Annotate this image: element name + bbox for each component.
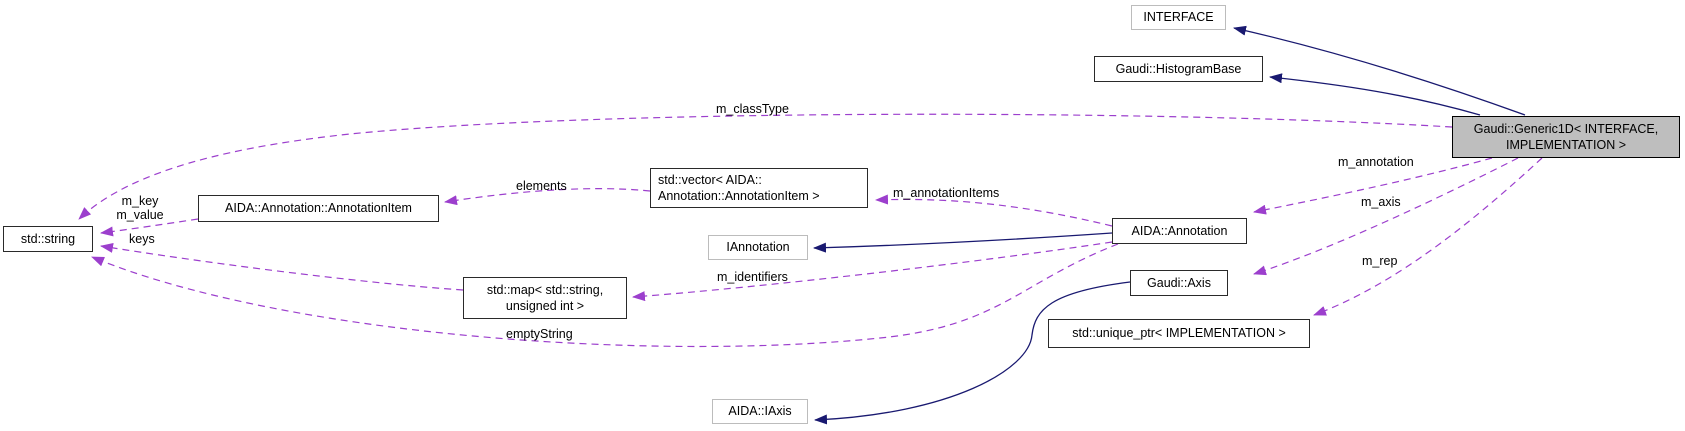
edge-label-m-axis: m_axis: [1361, 195, 1401, 209]
edge-label-m-classtype: m_classType: [716, 102, 789, 116]
edge-label-m-key: m_key: [121, 194, 159, 208]
node-generic1d[interactable]: Gaudi::Generic1D< INTERFACE, IMPLEMENTAT…: [1452, 116, 1680, 158]
edge-label-m-key-value: m_key m_value: [106, 194, 174, 223]
node-histogram-base[interactable]: Gaudi::HistogramBase: [1094, 56, 1263, 82]
edge-annotation-iannotation: [813, 232, 1113, 253]
node-label: AIDA::Annotation: [1131, 223, 1228, 238]
edge-axis-iaxis: [814, 281, 1131, 425]
node-label: IAnnotation: [726, 240, 790, 255]
node-interface[interactable]: INTERFACE: [1131, 5, 1226, 30]
edge-label-m-value: m_value: [116, 208, 164, 223]
edge-m-annotation: [1253, 157, 1493, 215]
node-label: std::unique_ptr< IMPLEMENTATION >: [1072, 326, 1286, 341]
node-label-line1: std::vector< AIDA::: [658, 172, 762, 187]
node-std-map[interactable]: std::map< std::string, unsigned int >: [463, 277, 627, 319]
edge-m-rep: [1313, 157, 1543, 316]
node-vector-annotation-item[interactable]: std::vector< AIDA:: Annotation::Annotati…: [650, 168, 868, 208]
edge-label-elements: elements: [516, 179, 567, 193]
edge-label-m-annotationitems: m_annotationItems: [893, 186, 1000, 200]
edge-m-axis: [1253, 157, 1519, 276]
edge-m-annotationitems: [875, 194, 1113, 227]
node-label-line2: unsigned int >: [505, 299, 585, 313]
node-annotation-item[interactable]: AIDA::Annotation::AnnotationItem: [198, 195, 439, 222]
edge-emptystring: [91, 243, 1119, 348]
node-label-line1: Gaudi::Generic1D< INTERFACE,: [1473, 121, 1659, 136]
edge-keys: [100, 242, 464, 291]
node-label: Gaudi::HistogramBase: [1115, 61, 1242, 76]
node-aida-annotation[interactable]: AIDA::Annotation: [1112, 218, 1247, 244]
node-label: std::string: [20, 231, 76, 246]
edge-label-m-rep: m_rep: [1362, 254, 1398, 268]
edge-m-classtype: [78, 113, 1453, 220]
edge-elements: [444, 188, 651, 206]
node-gaudi-axis[interactable]: Gaudi::Axis: [1130, 270, 1228, 296]
node-aida-iaxis[interactable]: AIDA::IAxis: [712, 399, 808, 424]
node-unique-ptr[interactable]: std::unique_ptr< IMPLEMENTATION >: [1048, 319, 1310, 348]
edge-label-emptystring: emptyString: [506, 327, 573, 341]
edge-generic1d-interface: [1233, 25, 1526, 116]
node-label: Gaudi::Axis: [1147, 275, 1211, 290]
edge-m-identifiers: [632, 241, 1113, 302]
edge-m-key-value: [100, 218, 199, 237]
edge-label-m-identifiers: m_identifiers: [717, 270, 788, 284]
node-label-line1: std::map< std::string,: [486, 282, 604, 297]
edge-label-m-annotation: m_annotation: [1338, 155, 1414, 169]
node-label: AIDA::IAxis: [728, 404, 792, 419]
node-label-line2: IMPLEMENTATION >: [1505, 138, 1627, 152]
node-label: AIDA::Annotation::AnnotationItem: [225, 201, 412, 216]
node-iannotation[interactable]: IAnnotation: [708, 235, 808, 260]
edge-label-keys: keys: [129, 232, 155, 246]
edge-generic1d-histogrambase: [1269, 73, 1481, 116]
node-std-string[interactable]: std::string: [3, 226, 93, 252]
node-label-line2: Annotation::AnnotationItem >: [658, 189, 820, 203]
node-label: INTERFACE: [1143, 10, 1214, 25]
